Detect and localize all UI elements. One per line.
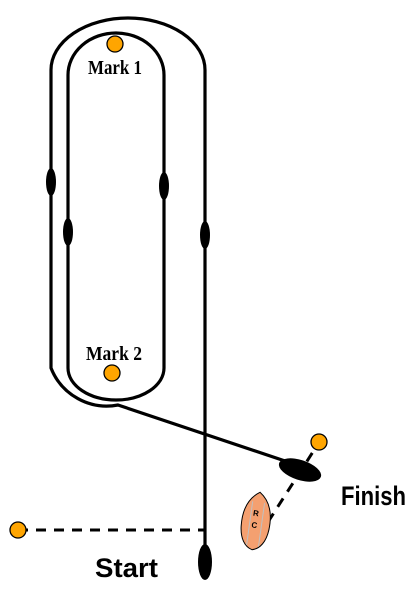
direction-arrow-icon xyxy=(198,544,212,580)
inner-course-track xyxy=(66,31,166,402)
finish-pin-buoy-icon xyxy=(310,433,328,451)
mark-2-buoy-icon xyxy=(103,364,121,382)
direction-arrow-icon xyxy=(46,168,56,196)
mark-1-label: Mark 1 xyxy=(88,57,142,79)
mark-1-buoy-icon xyxy=(106,35,124,53)
direction-arrow-icon xyxy=(200,221,210,249)
finish-label: Finish xyxy=(341,481,406,511)
outer-course-track xyxy=(49,16,302,550)
committee-boat-icon: R C xyxy=(240,491,271,551)
finish-line xyxy=(266,443,320,523)
start-label: Start xyxy=(95,553,158,583)
committee-boat-label-top: R xyxy=(252,509,259,519)
mark-2-label: Mark 2 xyxy=(86,343,142,365)
direction-arrow-icon xyxy=(159,172,169,200)
start-pin-buoy-icon xyxy=(9,521,27,539)
direction-arrow-icon xyxy=(278,458,322,482)
direction-arrow-icon xyxy=(63,218,73,246)
committee-boat-label-bottom: C xyxy=(251,520,258,530)
